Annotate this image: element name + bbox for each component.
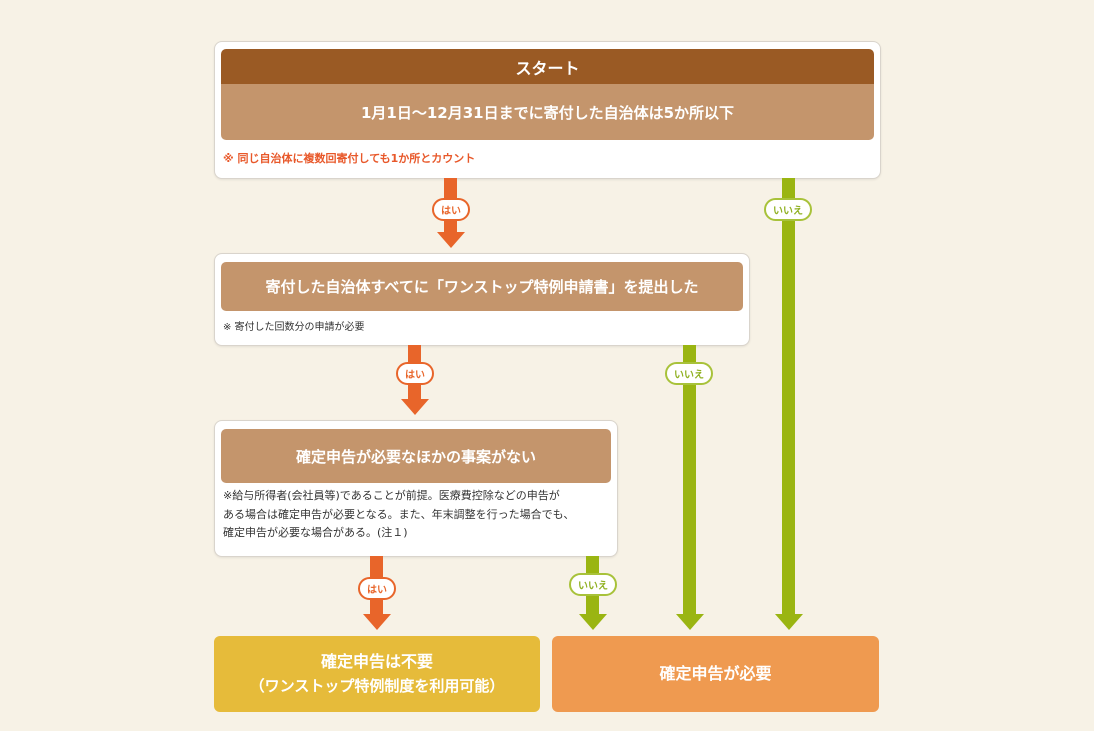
start-box: スタート 1月1日〜12月31日までに寄付した自治体は5か所以下 ※ 同じ自治体… bbox=[214, 41, 881, 179]
yes-badge-1: はい bbox=[432, 198, 470, 221]
no-badge-1: いいえ bbox=[764, 198, 812, 221]
no-badge-3: いいえ bbox=[569, 573, 617, 596]
no-badge-2: いいえ bbox=[665, 362, 713, 385]
arrow-head-icon bbox=[437, 232, 465, 248]
yes-badge-2: はい bbox=[396, 362, 434, 385]
result-required: 確定申告が必要 bbox=[552, 636, 879, 712]
arrow-head-icon bbox=[579, 614, 607, 630]
step2-question: 寄付した自治体すべてに「ワンストップ特例申請書」を提出した bbox=[221, 262, 743, 311]
result-not-required-title: 確定申告は不要 bbox=[320, 652, 433, 671]
arrow-head-icon bbox=[401, 399, 429, 415]
start-note: ※ 同じ自治体に複数回寄付しても1か所とカウント bbox=[223, 152, 476, 165]
start-header: スタート bbox=[221, 49, 874, 84]
step3-box: 確定申告が必要なほかの事案がない ※給与所得者(会社員等)であることが前提。医療… bbox=[214, 420, 618, 557]
result-not-required-sub: （ワンストップ特例制度を利用可能） bbox=[249, 677, 505, 695]
result-not-required: 確定申告は不要 （ワンストップ特例制度を利用可能） bbox=[214, 636, 540, 712]
result-required-title: 確定申告が必要 bbox=[659, 664, 772, 683]
step2-box: 寄付した自治体すべてに「ワンストップ特例申請書」を提出した ※ 寄付した回数分の… bbox=[214, 253, 750, 346]
no-arrow-1 bbox=[782, 178, 795, 615]
arrow-head-icon bbox=[775, 614, 803, 630]
step3-question: 確定申告が必要なほかの事案がない bbox=[221, 429, 611, 483]
step3-note: ※給与所得者(会社員等)であることが前提。医療費控除などの申告が ある場合は確定… bbox=[223, 487, 574, 543]
yes-badge-3: はい bbox=[358, 577, 396, 600]
start-question: 1月1日〜12月31日までに寄付した自治体は5か所以下 bbox=[221, 84, 874, 140]
no-arrow-2 bbox=[683, 345, 696, 615]
arrow-head-icon bbox=[363, 614, 391, 630]
arrow-head-icon bbox=[676, 614, 704, 630]
step3-note-line: ある場合は確定申告が必要となる。また、年末調整を行った場合でも、 bbox=[223, 507, 575, 521]
step3-note-line: 確定申告が必要な場合がある。(注１) bbox=[223, 526, 408, 539]
step2-note: ※ 寄付した回数分の申請が必要 bbox=[223, 322, 365, 333]
step3-note-line: ※給与所得者(会社員等)であることが前提。医療費控除などの申告が bbox=[223, 489, 560, 502]
